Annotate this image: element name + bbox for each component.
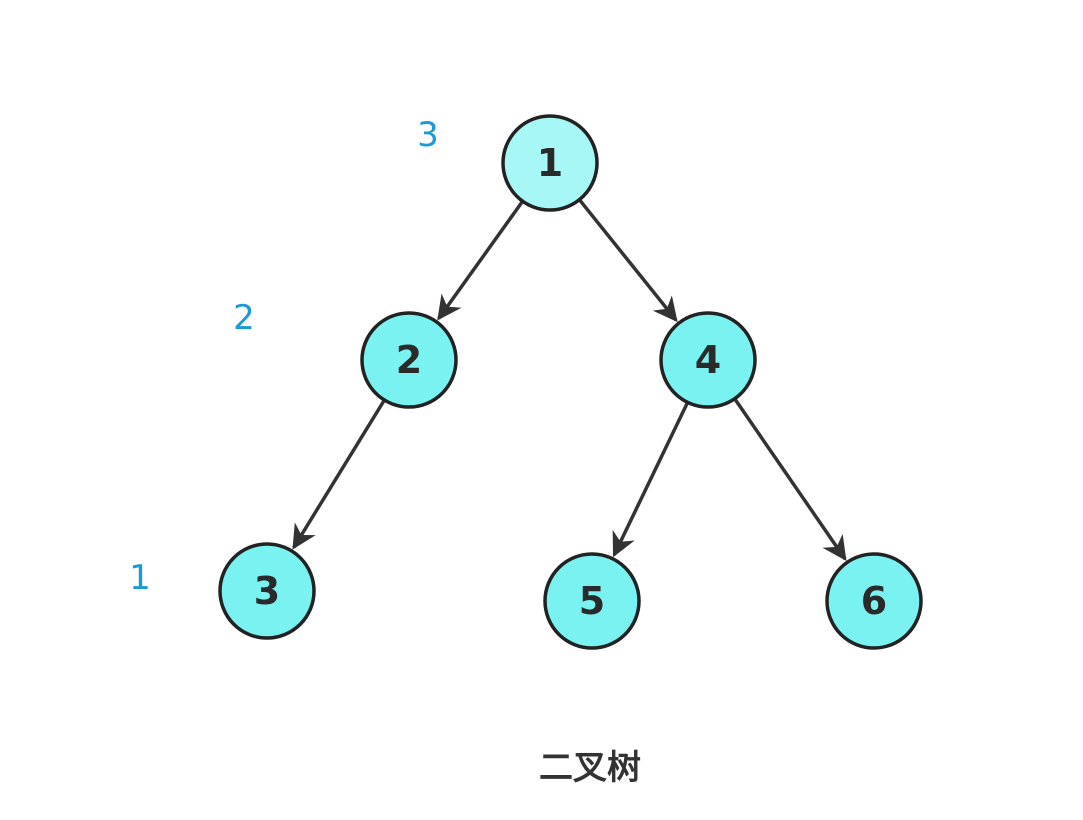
level-labels-layer: 3 2 1 — [129, 115, 439, 598]
edge-n4-n5 — [612, 402, 689, 558]
level-label: 2 — [233, 298, 255, 338]
edges-layer — [292, 199, 847, 562]
node-circle — [659, 311, 757, 409]
tree-node-1: 1 — [501, 114, 599, 212]
edge-n1-n4 — [578, 199, 678, 323]
edge-n1-n2 — [437, 201, 524, 321]
node-circle — [825, 552, 923, 650]
node-label: 2 — [396, 338, 422, 382]
tree-node-3: 3 — [218, 542, 316, 640]
node-label: 1 — [537, 141, 563, 185]
level-label: 1 — [129, 558, 151, 598]
node-circle — [501, 114, 599, 212]
tree-node-6: 6 — [825, 552, 923, 650]
node-label: 6 — [861, 579, 887, 623]
edge-n2-n3 — [292, 399, 386, 550]
tree-node-4: 4 — [659, 311, 757, 409]
diagram-caption: 二叉树 — [539, 748, 641, 788]
level-label: 3 — [417, 115, 439, 155]
node-circle — [218, 542, 316, 640]
tree-node-2: 2 — [360, 311, 458, 409]
tree-node-5: 5 — [543, 552, 641, 650]
edge-n4-n6 — [733, 398, 847, 562]
node-label: 4 — [695, 338, 721, 382]
node-circle — [360, 311, 458, 409]
node-label: 5 — [579, 579, 605, 623]
nodes-layer: 1 2 4 3 5 6 — [218, 114, 923, 650]
node-label: 3 — [254, 569, 280, 613]
node-circle — [543, 552, 641, 650]
